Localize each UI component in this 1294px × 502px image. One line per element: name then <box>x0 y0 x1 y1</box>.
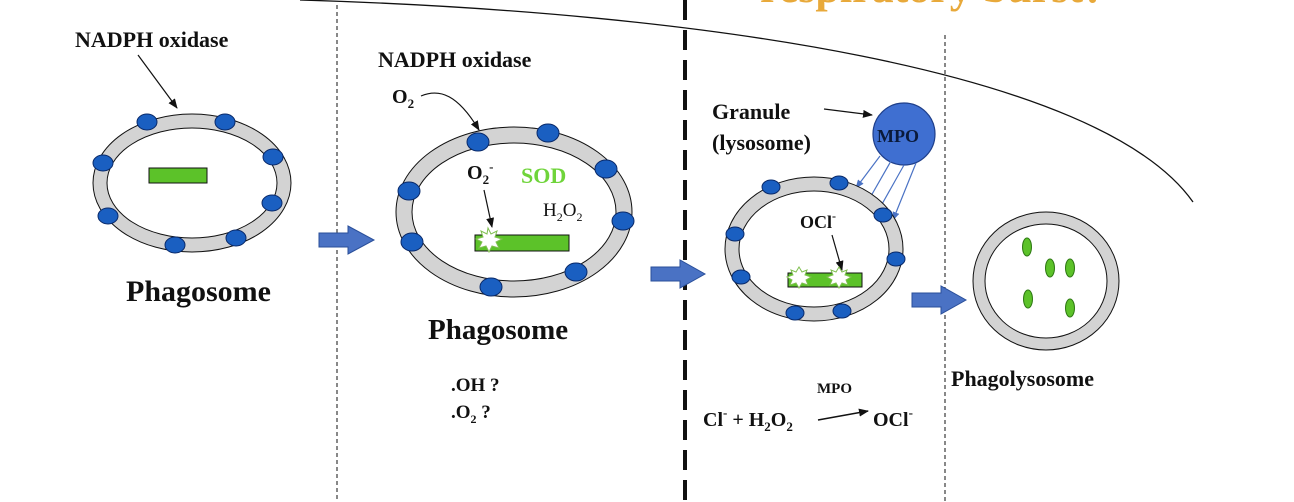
granule-pointer-arrow <box>823 108 873 118</box>
flow-arrow-1 <box>318 225 376 255</box>
oxidase-dots-3 <box>725 175 906 321</box>
o2-arrow <box>420 92 480 131</box>
phagolysosome-lumen <box>984 223 1108 339</box>
bacterial-fragments <box>1022 237 1075 318</box>
burst-icon-left <box>785 266 813 289</box>
flow-arrow-3 <box>911 285 968 315</box>
outer-curve <box>299 0 1194 203</box>
hydroxyl-question: .OH ? <box>451 375 500 396</box>
phagosome-edge-outer-1 <box>92 113 292 253</box>
phagosome-edge-outer-2 <box>395 126 633 298</box>
phagosome-label-1: Phagosome <box>126 275 271 308</box>
lysosome-label: (lysosome) <box>712 130 811 155</box>
panel-2: NADPH oxidase O2 O2- SOD H2O2 Phagosome … <box>378 47 635 426</box>
oxidase-dots-1 <box>92 113 284 254</box>
phagolysosome-edge-outer <box>972 211 1120 351</box>
hypochlorite-arrow <box>831 234 844 271</box>
panel-4: Phagolysosome <box>951 211 1120 391</box>
mpo-granule-label: MPO <box>877 126 919 146</box>
pointer-arrow-1 <box>137 54 178 109</box>
phagosome-membrane-3 <box>725 177 903 321</box>
phagosome-membrane-1 <box>93 114 291 252</box>
phagolysosome-label: Phagolysosome <box>951 366 1094 391</box>
o2-label: O2 <box>392 86 414 111</box>
hypochlorite-inside-label: OCl- <box>800 209 836 232</box>
phagosome-edge-outer-3 <box>724 176 904 322</box>
reaction-product: OCl- <box>873 405 913 431</box>
nadph-oxidase-label-1: NADPH oxidase <box>75 27 229 52</box>
panel-3: Granule (lysosome) MPO OCl- <box>703 99 936 434</box>
burst-icon-right <box>825 266 853 289</box>
slide-title: respiratory burst? <box>760 0 1105 12</box>
panel-1: NADPH oxidase Phagosome <box>75 27 292 308</box>
superoxide-arrow <box>483 189 495 228</box>
phagosome-label-2: Phagosome <box>428 314 568 346</box>
granule-label: Granule <box>712 99 790 124</box>
phagosome-lumen-3 <box>738 190 890 308</box>
reaction-arrow <box>817 408 869 421</box>
reaction-catalyst-label: MPO <box>817 381 852 397</box>
bacterium-1 <box>148 167 208 184</box>
h2o2-label: H2O2 <box>543 200 582 224</box>
flow-arrow-2 <box>650 259 707 289</box>
phagosome-lumen-2 <box>411 142 617 282</box>
sod-label: SOD <box>521 163 566 188</box>
nadph-oxidase-label-2: NADPH oxidase <box>378 47 532 72</box>
reaction-reactants: Cl- + H2O2 <box>703 405 793 434</box>
phagolysosome-membrane <box>973 212 1119 350</box>
oxygen-question: .O2 ? <box>451 402 491 426</box>
superoxide-label: O2- <box>467 159 493 187</box>
oxidative-burst-icon <box>474 226 504 254</box>
oxidase-dots-2 <box>397 123 635 297</box>
